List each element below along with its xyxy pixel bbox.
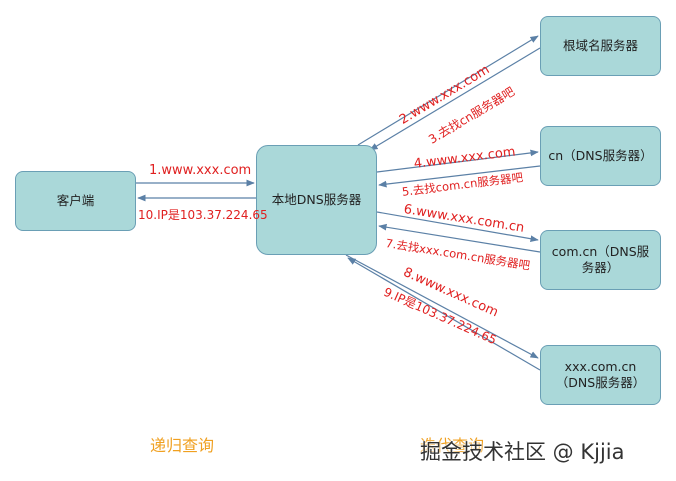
xxx-comcn-dns-server-label: xxx.com.cn（DNS服务器） xyxy=(555,359,646,390)
arrow-8 xyxy=(345,254,539,359)
arrow-4 xyxy=(376,149,539,173)
arrow-7 xyxy=(378,223,541,253)
arrow-6 xyxy=(376,211,539,243)
comcn-dns-server-label: com.cn（DNS服务器） xyxy=(551,244,650,275)
local-dns-server-label: 本地DNS服务器 xyxy=(271,192,362,208)
root-dns-server-node: 根域名服务器 xyxy=(540,16,661,76)
arrow-2 xyxy=(357,35,539,146)
arrow-3 xyxy=(369,47,541,151)
edge-label-1: 1.www.xxx.com xyxy=(149,163,252,178)
comcn-dns-server-node: com.cn（DNS服务器） xyxy=(540,230,661,290)
edge-label-10: 10.IP是103.37.224.65 xyxy=(138,208,268,222)
iterative-query-caption: 迭代查询 xyxy=(420,436,485,455)
cn-dns-server-node: cn（DNS服务器） xyxy=(540,126,661,186)
arrow-9 xyxy=(347,257,541,371)
local-dns-server-node: 本地DNS服务器 xyxy=(256,145,377,255)
root-dns-server-label: 根域名服务器 xyxy=(562,38,638,54)
xxx-comcn-dns-server-node: xxx.com.cn（DNS服务器） xyxy=(540,345,661,405)
client-node: 客户端 xyxy=(15,171,136,231)
arrow-5 xyxy=(378,165,541,188)
cn-dns-server-label: cn（DNS服务器） xyxy=(548,148,653,164)
client-label: 客户端 xyxy=(56,193,95,209)
watermark: 掘金技术社区 @ Kjjia xyxy=(420,440,625,464)
recursive-query-caption: 递归查询 xyxy=(150,436,215,455)
